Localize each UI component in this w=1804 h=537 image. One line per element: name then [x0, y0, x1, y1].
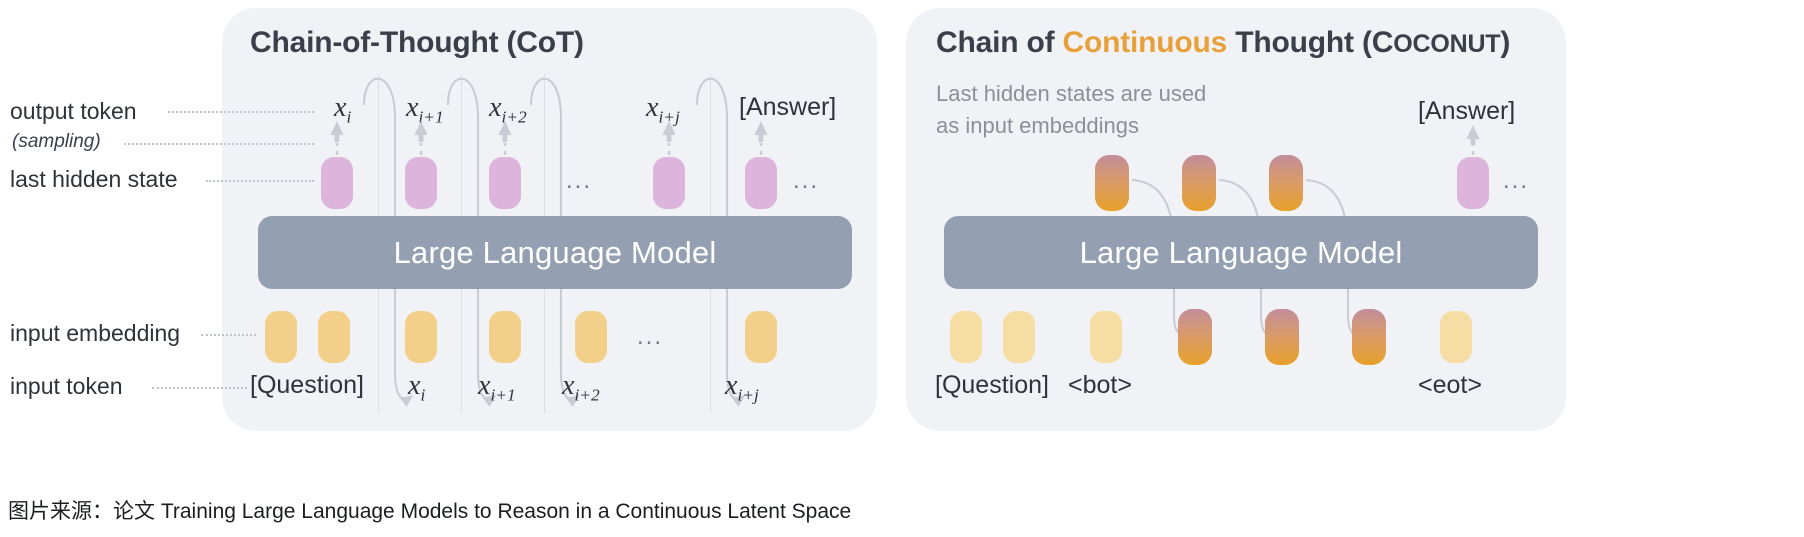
cot-panel-title: Chain-of-Thought (CoT) [250, 26, 584, 59]
last-hidden-state-box [745, 157, 777, 209]
output-token-answer: [Answer] [739, 93, 837, 121]
input-embedding-box [575, 311, 607, 363]
input-token-x-i2: xi+2 [562, 370, 600, 405]
title-accent: Continuous [1062, 26, 1228, 59]
label-last-hidden-state: last hidden state [10, 166, 178, 192]
continuous-embedding-box [1352, 309, 1386, 365]
last-hidden-state-box [321, 157, 353, 209]
label-output-token: output token [10, 98, 137, 124]
input-token-bot: <bot> [1068, 371, 1132, 399]
label-input-embedding: input embedding [10, 320, 181, 346]
leader-input-token [152, 387, 247, 389]
title-after: ) [1500, 26, 1511, 59]
last-hidden-state-box [405, 157, 437, 209]
leader-sampling [124, 143, 314, 145]
llm-box-cot: Large Language Model [258, 216, 852, 289]
continuous-thought-box [1269, 155, 1303, 211]
continuous-thought-box [1095, 155, 1129, 211]
input-embedding-box [745, 311, 777, 363]
output-token-x-i1: xi+1 [406, 92, 444, 127]
input-embedding-box [318, 311, 350, 363]
input-token-x-i: xi [408, 370, 426, 405]
answer-row-ellipsis: ... [1503, 167, 1530, 194]
last-hidden-state-box [653, 157, 685, 209]
title-coconut-rest: OCONUT [1393, 30, 1501, 58]
output-token-x-ij: xi+j [646, 92, 680, 127]
answer-hidden-state-box [1457, 157, 1489, 209]
hidden-state-ellipsis: ... [566, 167, 593, 194]
input-token-eot: <eot> [1418, 371, 1482, 399]
continuous-embedding-box [1178, 309, 1212, 365]
label-sampling: (sampling) [12, 131, 101, 152]
output-token-x-i: xi [334, 92, 352, 127]
input-embedding-box [1003, 311, 1035, 363]
title-middle: Thought ( [1227, 26, 1372, 59]
last-hidden-state-box [489, 157, 521, 209]
continuous-thought-box [1182, 155, 1216, 211]
output-row-ellipsis: ... [793, 167, 820, 194]
input-embedding-box [1440, 311, 1472, 363]
input-embedding-box [950, 311, 982, 363]
label-input-token: input token [10, 373, 123, 399]
input-token-question: [Question] [250, 371, 364, 399]
llm-box-coconut: Large Language Model [944, 216, 1538, 289]
leader-last-hidden-state [206, 180, 314, 182]
input-embedding-box [1090, 311, 1122, 363]
coconut-panel-title: Chain of Continuous Thought (COCONUT) [936, 26, 1510, 60]
source-caption: 图片来源：论文 Training Large Language Models t… [8, 500, 852, 523]
leader-input-embedding [201, 334, 256, 336]
input-embedding-box [489, 311, 521, 363]
input-token-x-ij: xi+j [725, 370, 759, 405]
input-token-x-i1: xi+1 [478, 370, 516, 405]
input-token-question: [Question] [935, 371, 1049, 399]
input-embedding-box [405, 311, 437, 363]
output-token-x-i2: xi+2 [489, 92, 527, 127]
input-embedding-box [265, 311, 297, 363]
leader-output-token [168, 111, 314, 113]
title-coconut-c: C [1371, 26, 1394, 59]
title-before: Chain of [936, 26, 1063, 59]
continuous-embedding-box [1265, 309, 1299, 365]
answer-token: [Answer] [1418, 97, 1516, 125]
coconut-note: Last hidden states are used as input emb… [936, 81, 1207, 138]
input-embedding-ellipsis: ... [637, 323, 664, 350]
